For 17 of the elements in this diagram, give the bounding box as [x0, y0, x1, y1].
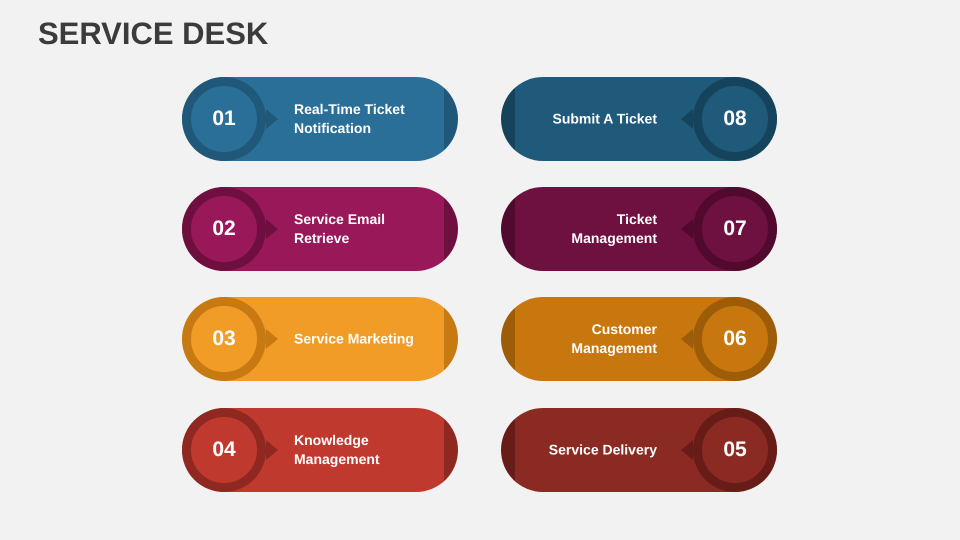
slide-title: SERVICE DESK [38, 16, 268, 52]
item-label: Customer Management [570, 320, 657, 358]
item-label: Ticket Management [570, 210, 657, 248]
item-label: Knowledge Management [294, 431, 381, 469]
item-label: Real-Time Ticket Notification [294, 100, 406, 138]
number-circle: 01 [182, 77, 266, 161]
number-circle: 06 [693, 297, 777, 381]
number-circle: 04 [182, 408, 266, 492]
number-circle: 05 [693, 408, 777, 492]
number-circle: 07 [693, 187, 777, 271]
number-circle: 03 [182, 297, 266, 381]
item-label: Submit A Ticket [551, 110, 657, 128]
item-label: Service Delivery [548, 440, 657, 460]
number-circle: 08 [693, 77, 777, 161]
number-circle: 02 [182, 187, 266, 271]
item-label: Service Marketing [294, 330, 415, 348]
item-label: Service Email Retrieve [294, 210, 386, 248]
